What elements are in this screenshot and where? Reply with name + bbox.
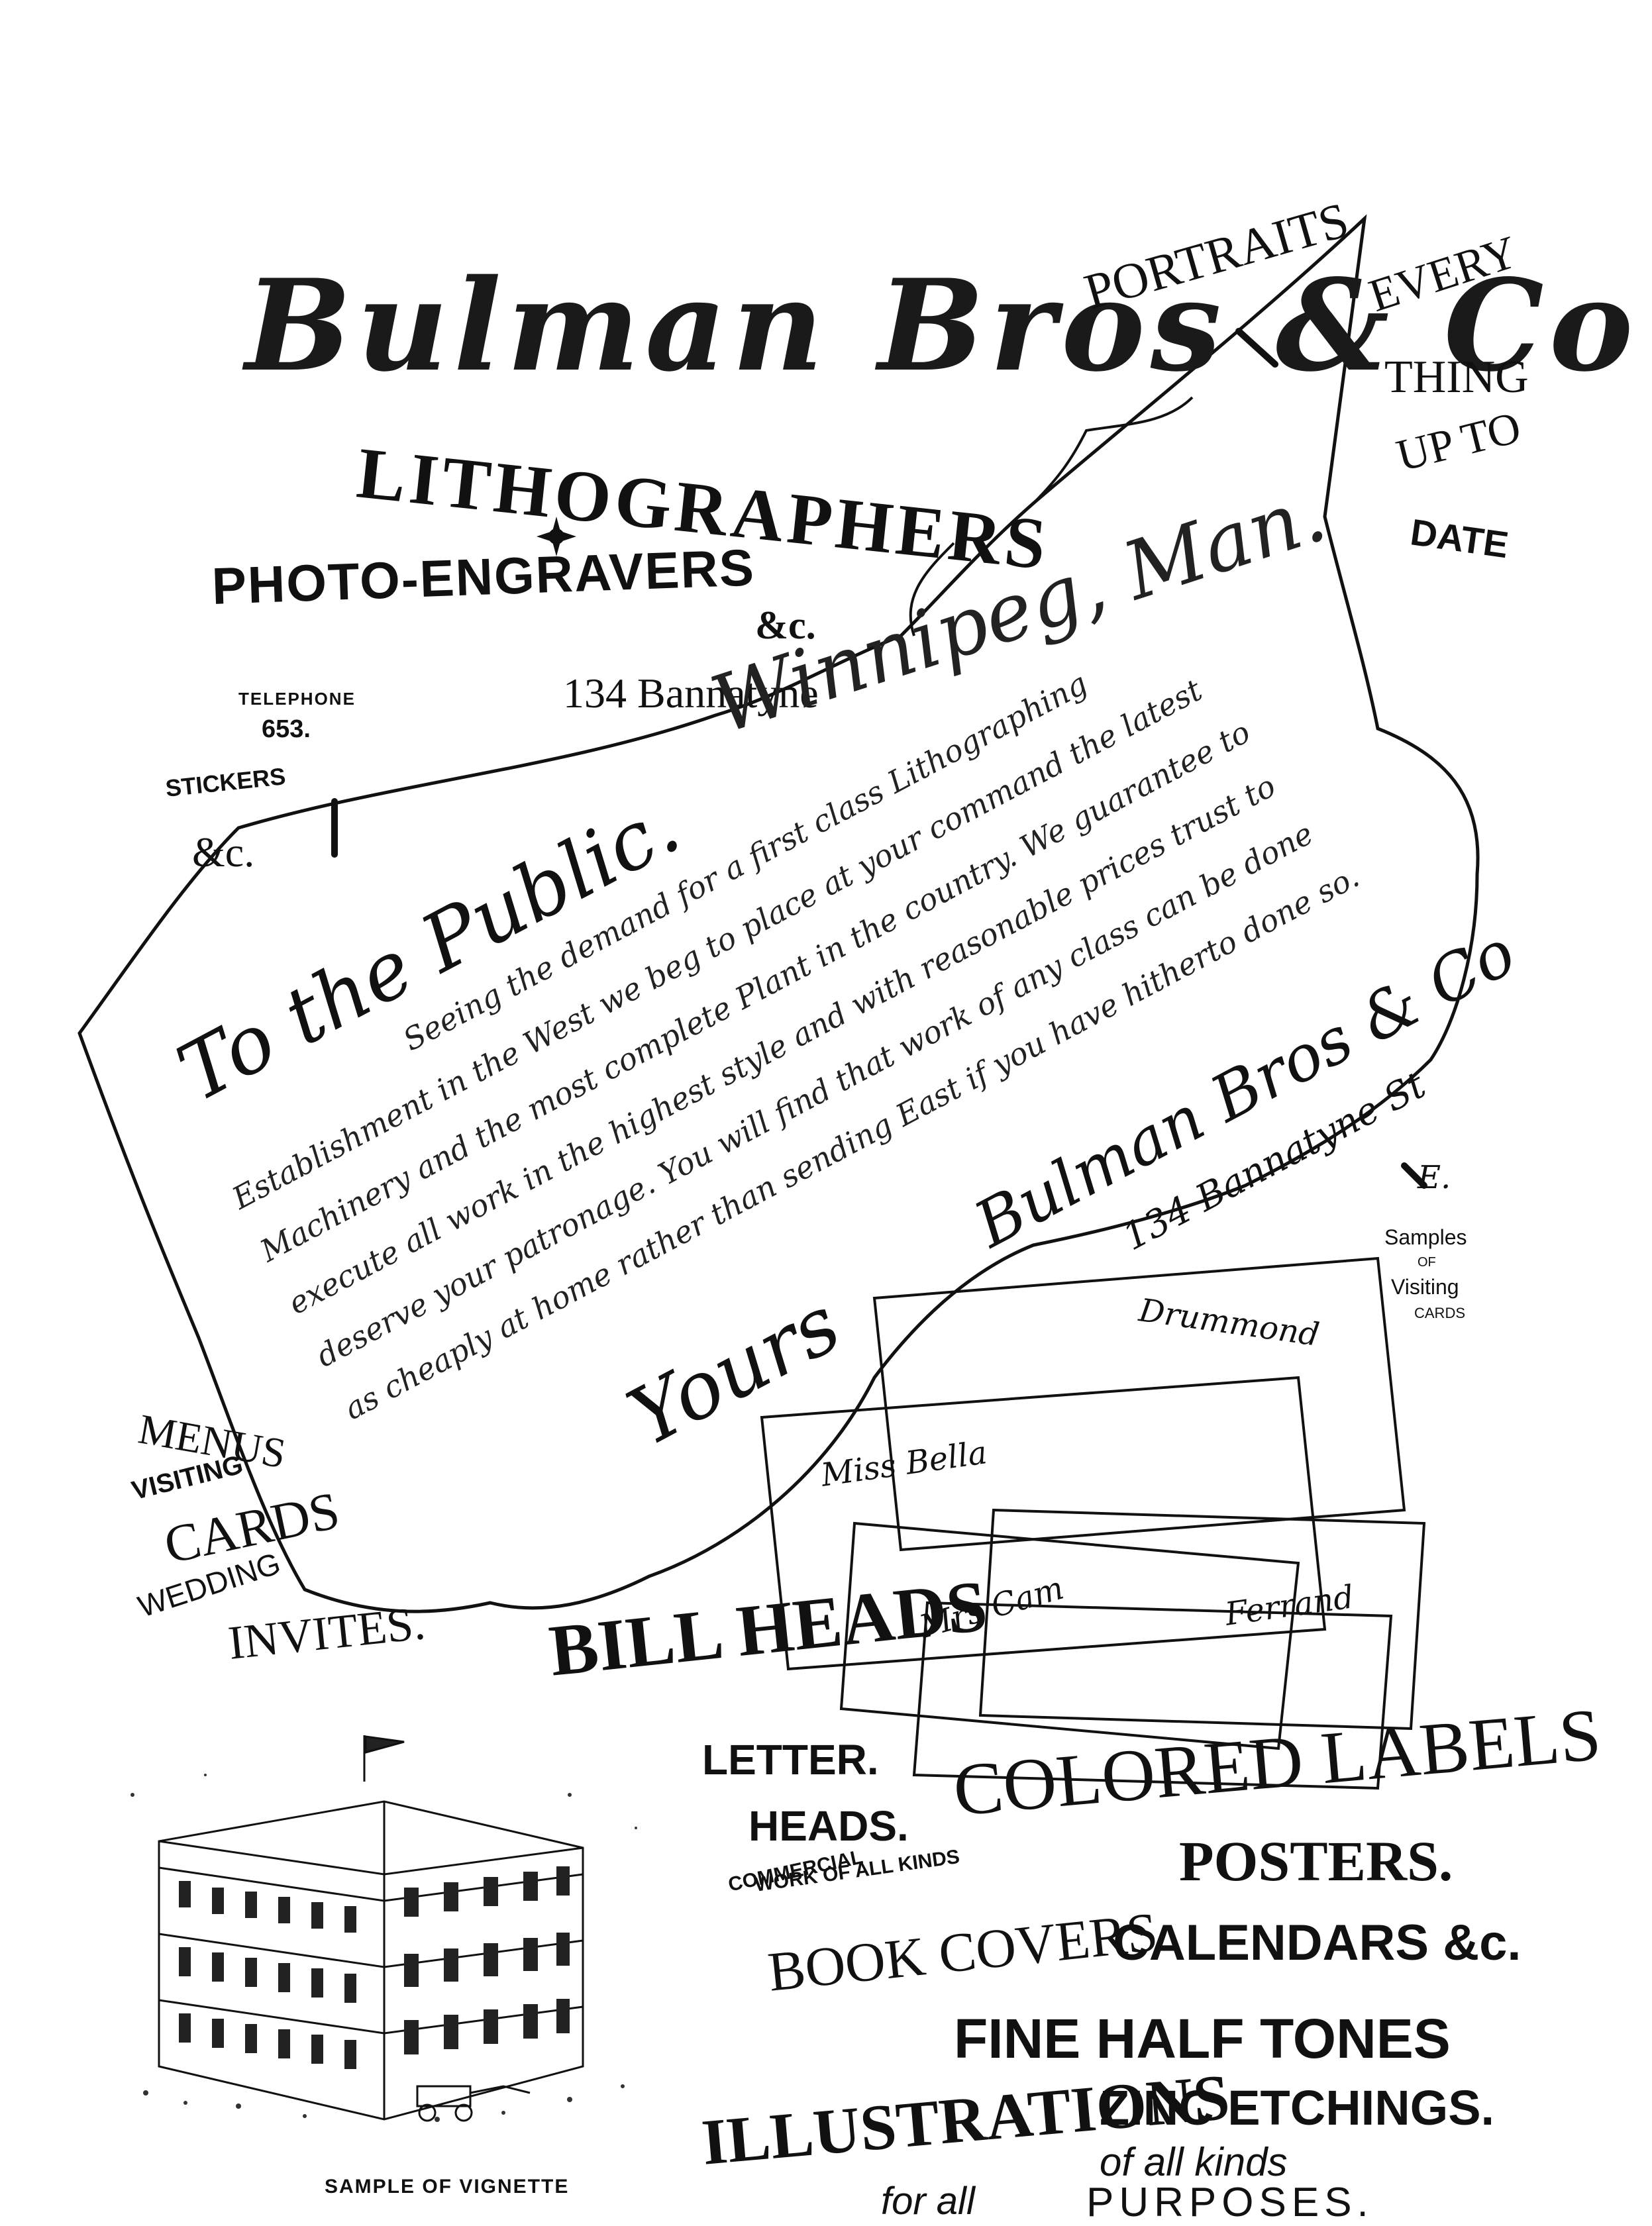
telephone-label: TELEPHONE — [238, 689, 356, 709]
ornament-star-icon — [537, 517, 576, 556]
telephone-number: 653. — [262, 715, 311, 743]
label-samples-visiting: Visiting — [1391, 1275, 1459, 1299]
label-samples: Samples — [1384, 1225, 1467, 1249]
pin-icon — [331, 328, 1427, 1189]
product-for-all: for all — [881, 2180, 975, 2223]
product-posters: POSTERS. — [1179, 1829, 1453, 1893]
company-name: Bulman Bros & Co — [245, 252, 1639, 399]
label-thing: THING — [1384, 352, 1529, 403]
label-stickers-etc: &c. — [192, 829, 255, 876]
vignette-caption: SAMPLE OF VIGNETTE — [325, 2176, 570, 2198]
product-heads: HEADS. — [749, 1802, 909, 1850]
product-zinc-etchings: ZINC ETCHINGS. — [1100, 2080, 1495, 2135]
label-samples-cards: CARDS — [1414, 1305, 1466, 1321]
trade-etc: &c. — [755, 603, 816, 647]
product-half-tones: FINE HALF TONES — [954, 2007, 1451, 2070]
product-letter: LETTER. — [702, 1736, 879, 1784]
product-of-all-kinds: of all kinds — [1100, 2140, 1288, 2184]
product-purposes: PURPOSES. — [1086, 2180, 1374, 2225]
label-samples-of: OF — [1418, 1255, 1436, 1270]
product-calendars: CALENDARS &c. — [1113, 1915, 1522, 1971]
visiting-cards-outline — [760, 1256, 1426, 1790]
building-vignette-illustration — [130, 1735, 637, 2122]
letter-signature-initial: E. — [1418, 1159, 1451, 1196]
address: 134 Bannatyne — [563, 670, 819, 717]
